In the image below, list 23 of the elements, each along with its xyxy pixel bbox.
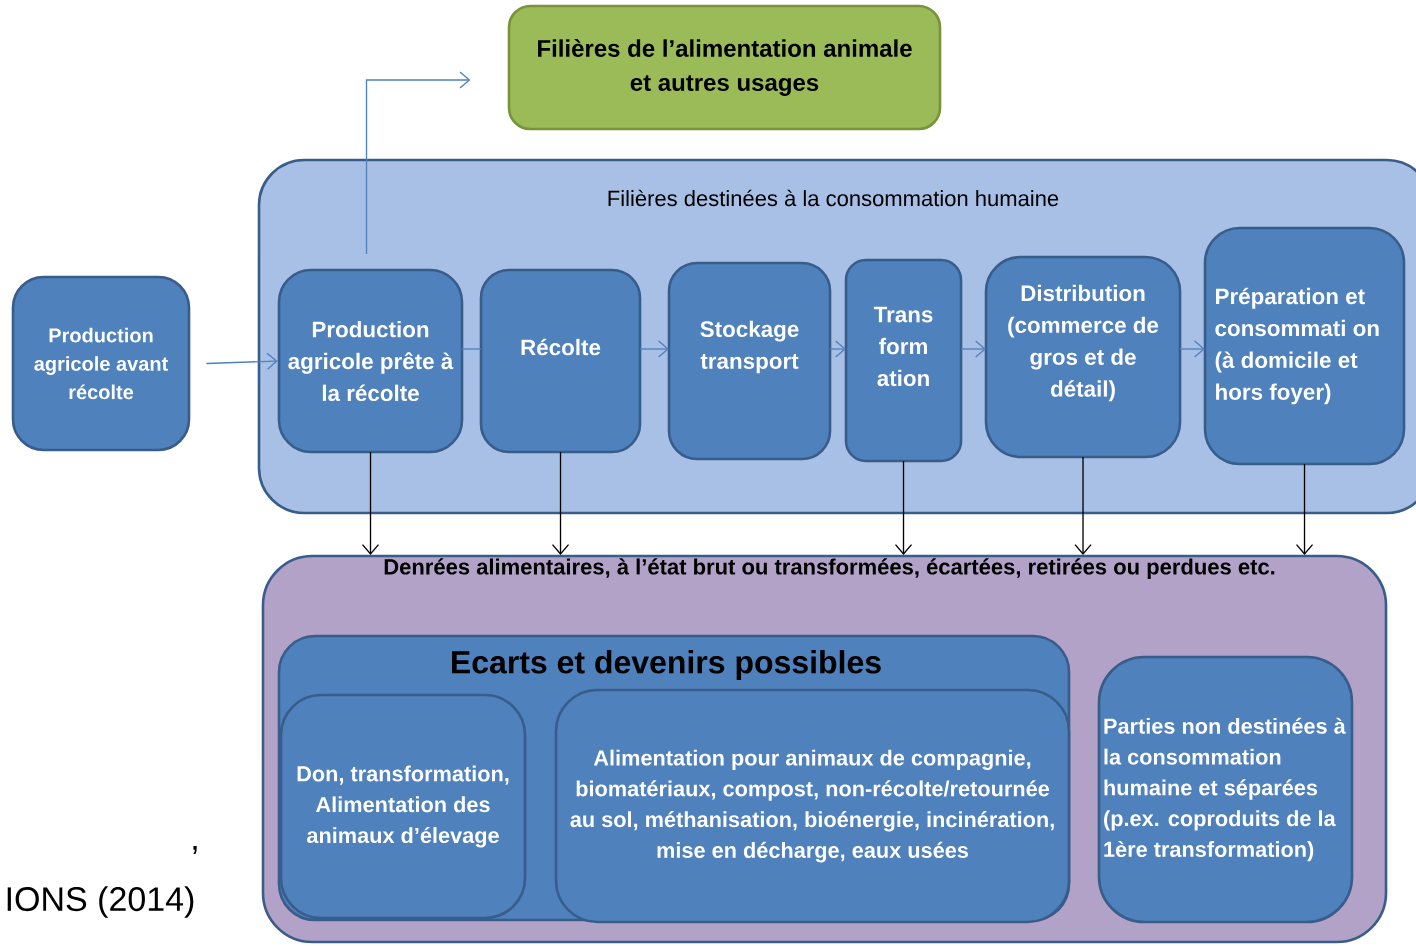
source-note: IONS (2014) bbox=[7, 886, 194, 918]
arrow bbox=[205, 352, 278, 371]
arrow bbox=[361, 451, 380, 555]
arrow bbox=[365, 71, 471, 255]
process-box: Filières de l’alimentation animale et autres usages bbox=[507, 4, 942, 131]
process-box: Don, transformation, Alimentation des animaux d’élevage bbox=[279, 693, 527, 920]
arrow bbox=[894, 460, 913, 555]
process-box: Production agricole avant récolte bbox=[11, 275, 191, 452]
process-box: Trans form ation bbox=[844, 258, 963, 463]
process-box: Parties non destinées à la consommation humaine et séparées (p.ex. coproduits de la 1ère transformation) bbox=[1097, 655, 1354, 924]
process-box: Stockage transport bbox=[667, 261, 832, 461]
process-box: Préparation et consommati on (à domicile et hors foyer) bbox=[1203, 226, 1406, 466]
source-note: , bbox=[193, 846, 197, 854]
process-box: Distribution (commerce de gros et de détail) bbox=[984, 255, 1182, 459]
arrow bbox=[1295, 463, 1314, 555]
process-box: Récolte bbox=[479, 268, 642, 454]
arrow bbox=[639, 340, 669, 358]
arrow bbox=[551, 451, 570, 555]
arrow bbox=[1179, 340, 1205, 358]
process-box: Production agricole prête à la récolte bbox=[277, 268, 464, 454]
arrow bbox=[1074, 456, 1092, 555]
process-box: Alimentation pour animaux de compagnie, biomatériaux, compost, non-récolte/retournée au sol, méthanisation, bioénergie, incinération, mise en décharge, eaux usées bbox=[554, 688, 1071, 924]
arrow bbox=[960, 340, 986, 358]
